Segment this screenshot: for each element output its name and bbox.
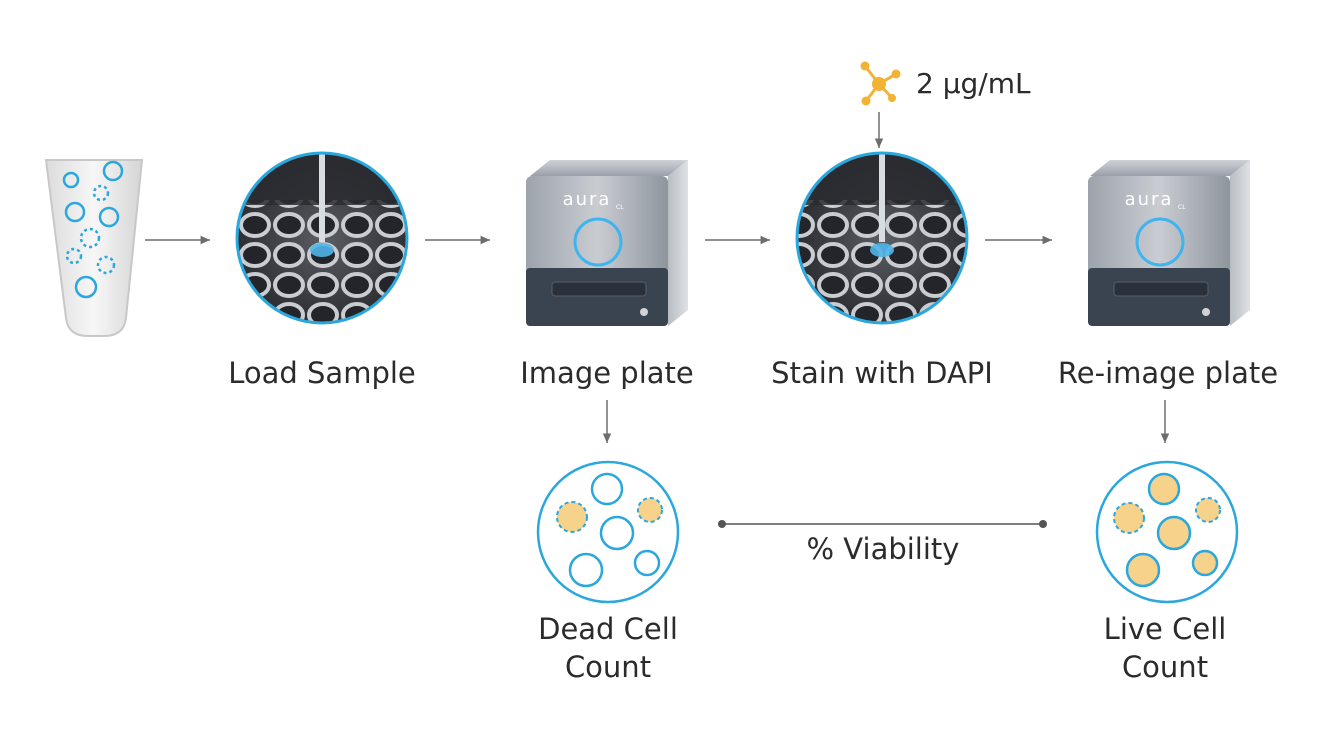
- molecule-icon: [860, 61, 901, 106]
- plate-loading-image: [235, 151, 409, 325]
- instrument-brand-2: aura: [1125, 189, 1174, 210]
- step-label-image-plate: Image plate: [520, 356, 694, 390]
- step-label-reimage-plate: Re-image plate: [1057, 356, 1279, 390]
- viability-connector: [718, 520, 1047, 528]
- reagent-concentration: 2 µg/mL: [916, 67, 1031, 100]
- instrument-model-2: CL: [1178, 204, 1186, 211]
- step-label-stain: Stain with DAPI: [771, 356, 993, 390]
- sample-tube-icon: [44, 159, 144, 337]
- instrument-model: CL: [616, 204, 624, 211]
- plate-staining-image: [795, 151, 969, 325]
- viability-label: % Viability: [806, 532, 960, 566]
- dead-cell-count-icon: [536, 460, 680, 604]
- live-cell-count-icon: [1095, 460, 1239, 604]
- step-label-load-sample: Load Sample: [228, 356, 416, 390]
- aura-instrument-image-2: aura CL: [1088, 160, 1250, 326]
- instrument-brand: aura: [563, 189, 612, 210]
- aura-instrument-image-1: aura CL: [526, 160, 688, 326]
